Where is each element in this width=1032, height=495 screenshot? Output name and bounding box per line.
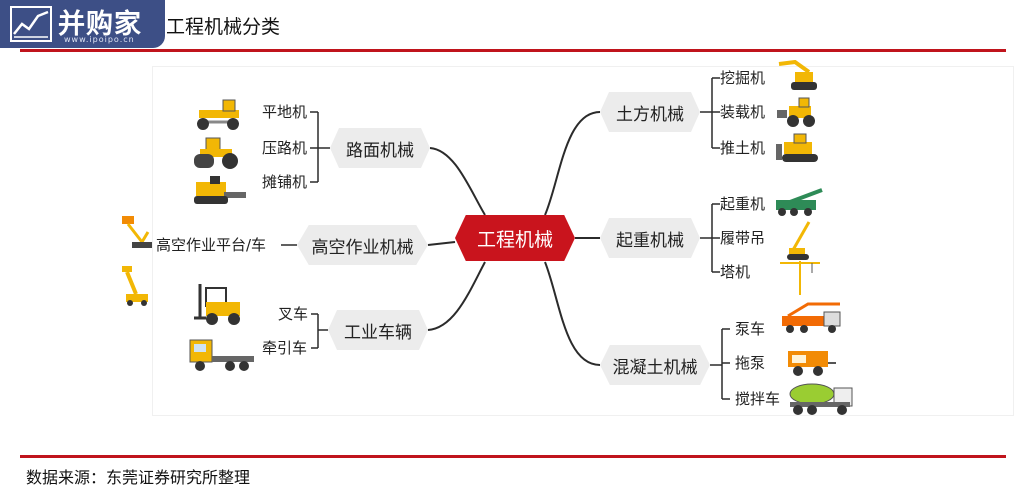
leaf-trailer-pump: 拖泵 bbox=[735, 354, 766, 372]
category-concrete-machinery: 混凝土机械 bbox=[600, 345, 710, 385]
tower-crane-image bbox=[780, 261, 820, 295]
leaf-paver: 摊铺机 bbox=[262, 173, 308, 191]
footer-divider bbox=[20, 455, 1006, 458]
forklift-image bbox=[194, 284, 240, 325]
category-lifting-machinery: 起重机械 bbox=[600, 218, 700, 258]
header-divider bbox=[20, 49, 1006, 52]
leaf-tower-crane: 塔机 bbox=[720, 263, 751, 281]
chart-logo-icon bbox=[10, 6, 52, 42]
leaf-bulldozer: 推土机 bbox=[720, 139, 766, 157]
logo-text: 并购家 bbox=[58, 9, 142, 40]
trailer-pump-image bbox=[788, 351, 836, 376]
source-note: 数据来源：东莞证券研究所整理 bbox=[26, 468, 251, 487]
page-title: 工程机械分类 bbox=[166, 16, 281, 38]
logo: 并购家 www.ipoipo.cn bbox=[0, 0, 165, 48]
leaf-loader: 装载机 bbox=[720, 103, 766, 121]
bulldozer-image bbox=[776, 133, 818, 162]
category-earthmoving-machinery: 土方机械 bbox=[600, 92, 700, 132]
crawler-crane-image bbox=[787, 221, 811, 260]
truck-crane-image bbox=[776, 188, 823, 216]
leaf-grader: 平地机 bbox=[262, 103, 308, 121]
leaf-excavator: 挖掘机 bbox=[720, 69, 766, 87]
leaf-pump-truck: 泵车 bbox=[735, 320, 766, 338]
logo-url: www.ipoipo.cn bbox=[64, 35, 135, 44]
boom-lift-image bbox=[122, 266, 148, 306]
leaf-crane: 起重机 bbox=[720, 195, 766, 213]
category-industrial-vehicles: 工业车辆 bbox=[328, 310, 428, 350]
category-aerial-work-machinery: 高空作业机械 bbox=[297, 225, 428, 265]
leaf-crawler-crane: 履带吊 bbox=[720, 229, 766, 247]
leaf-road-roller: 压路机 bbox=[262, 139, 308, 157]
category-road-machinery: 路面机械 bbox=[330, 128, 430, 168]
mixer-truck-image bbox=[789, 383, 853, 415]
leaf-tractor: 牵引车 bbox=[262, 339, 308, 357]
scissor-lift-image bbox=[122, 216, 152, 248]
grader-image bbox=[197, 99, 239, 130]
paver-image bbox=[194, 176, 246, 204]
road-roller-image bbox=[194, 137, 238, 169]
excavator-image bbox=[778, 60, 817, 90]
pump-truck-image bbox=[782, 302, 841, 333]
leaf-mixer-truck: 搅拌车 bbox=[735, 390, 781, 408]
leaf-aerial-platform: 高空作业平台/车 bbox=[156, 236, 267, 254]
leaf-forklift: 叉车 bbox=[278, 305, 309, 323]
tractor-trailer-image bbox=[189, 339, 254, 371]
center-node: 工程机械 bbox=[455, 215, 575, 261]
loader-image bbox=[777, 97, 815, 127]
